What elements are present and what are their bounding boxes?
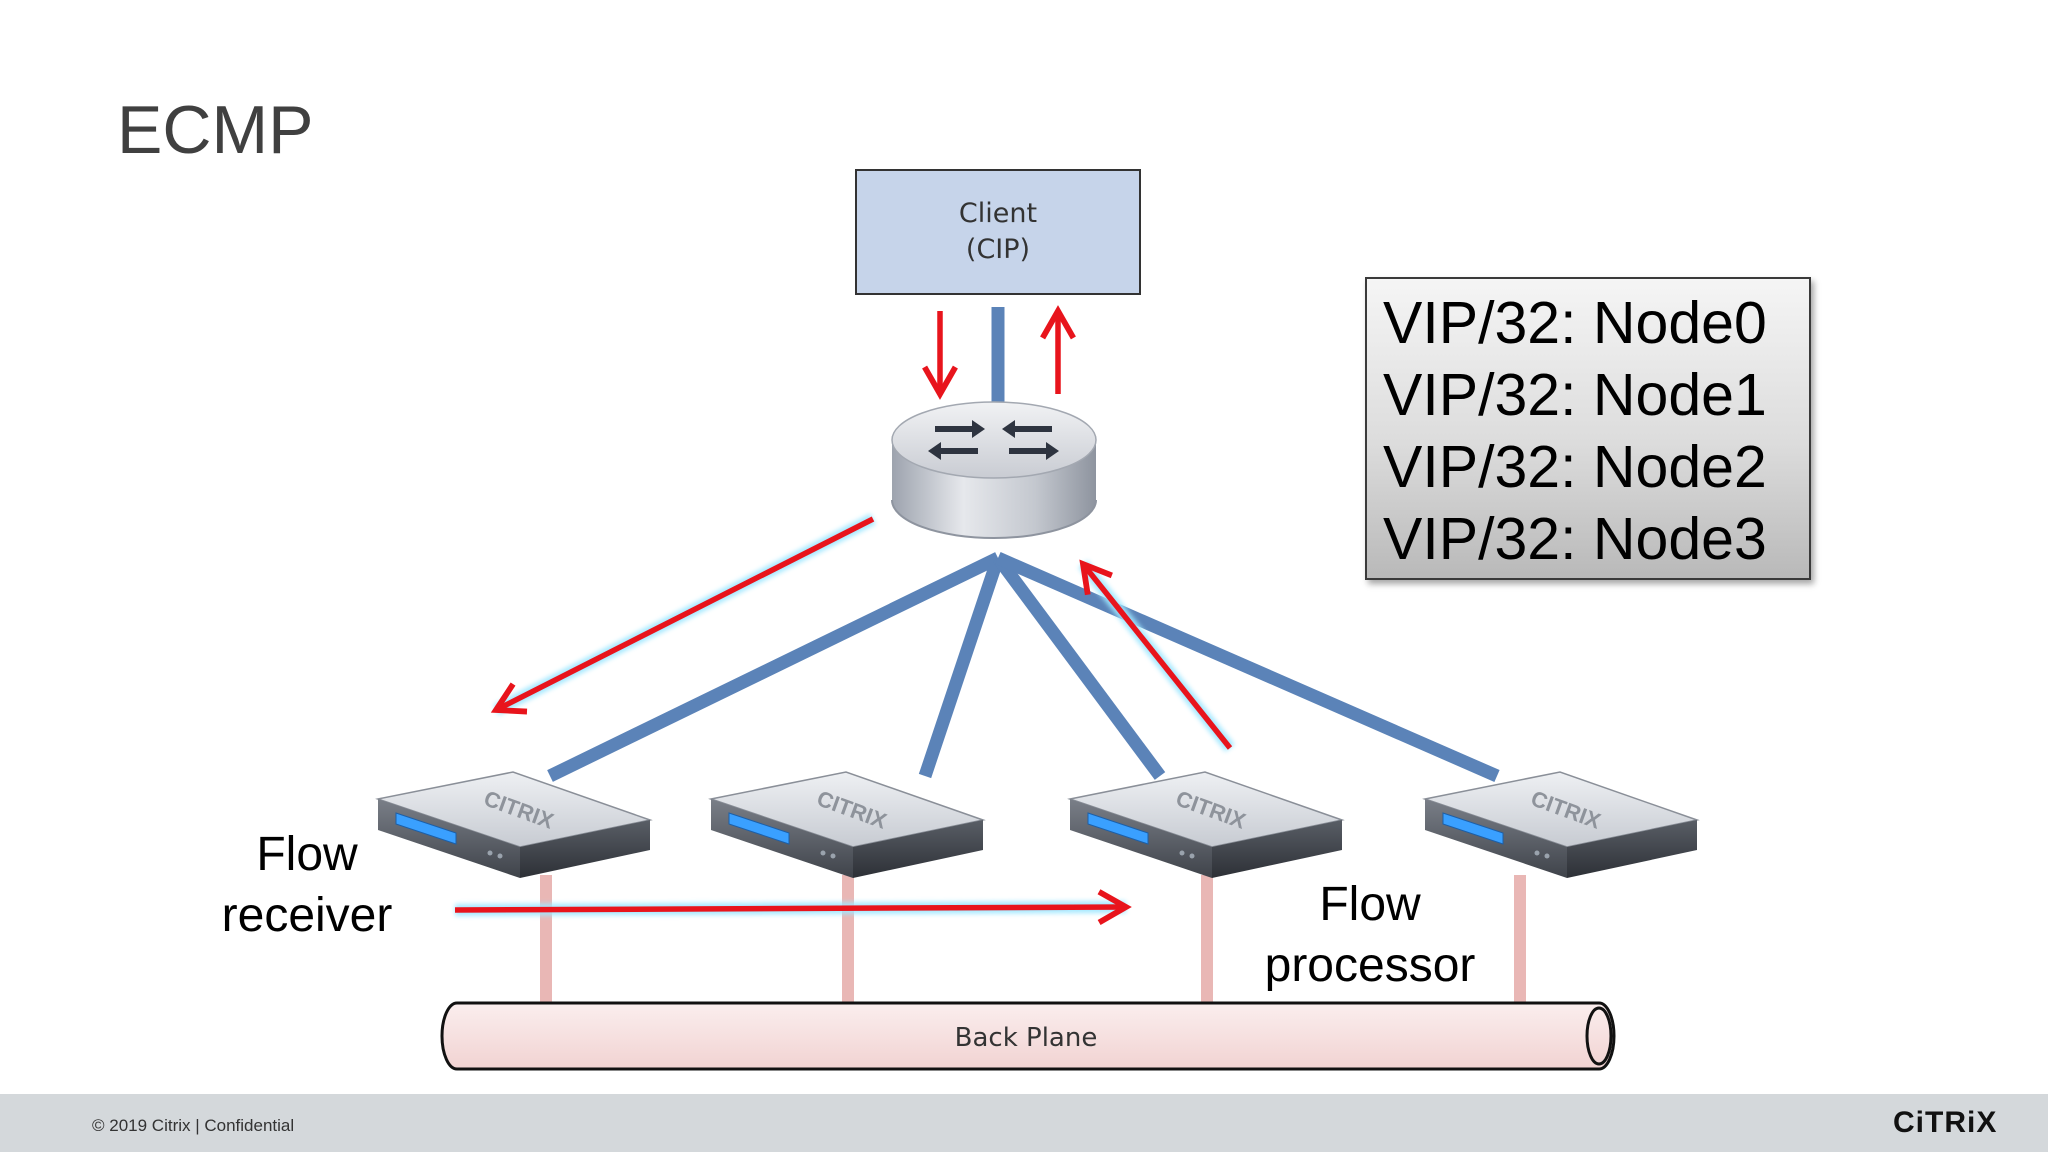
- appliances: CITRIX CITRIX CITRIX CITRIX: [375, 771, 1700, 878]
- route-entry-0: VIP/32: Node0: [1383, 290, 1767, 356]
- appliance-node-3: CITRIX: [1422, 771, 1700, 878]
- page-title: ECMP: [117, 92, 314, 168]
- link-node2: [992, 554, 1166, 780]
- back-plane-label: Back Plane: [955, 1023, 1098, 1053]
- citrix-logo: CiTRiX: [1893, 1106, 1998, 1139]
- route-entry-2: VIP/32: Node2: [1383, 434, 1767, 500]
- appliance-node-1: CITRIX: [708, 771, 986, 878]
- back-plane: Back Plane: [440, 1001, 1616, 1071]
- router-appliance-links: [547, 552, 1500, 782]
- footer-bar: [0, 1094, 2048, 1152]
- copyright-text: © 2019 Citrix | Confidential: [92, 1116, 295, 1135]
- client-node: Client (CIP): [855, 169, 1141, 295]
- router-icon: [891, 401, 1097, 539]
- link-node1: [918, 555, 1005, 779]
- route-entry-3: VIP/32: Node3: [1383, 506, 1767, 572]
- appliance-node-2: CITRIX: [1067, 771, 1345, 878]
- arrow-processor-to-router: [1079, 559, 1233, 750]
- link-node0: [547, 552, 1001, 782]
- backplane-links: [540, 875, 1526, 1010]
- flow-receiver-label: Flow receiver: [221, 828, 393, 942]
- client-ip-label: (CIP): [966, 234, 1030, 265]
- appliance-node-0: CITRIX: [375, 771, 653, 878]
- traffic-arrows: [454, 305, 1235, 926]
- arrow-receiver-to-processor: [454, 889, 1132, 926]
- client-label: Client: [959, 198, 1037, 229]
- flow-processor-label: Flow processor: [1264, 878, 1476, 992]
- ecmp-route-table: VIP/32: Node0 VIP/32: Node1 VIP/32: Node…: [1365, 277, 1811, 580]
- arrow-to-receiver: [490, 516, 875, 715]
- route-entry-1: VIP/32: Node1: [1383, 362, 1767, 428]
